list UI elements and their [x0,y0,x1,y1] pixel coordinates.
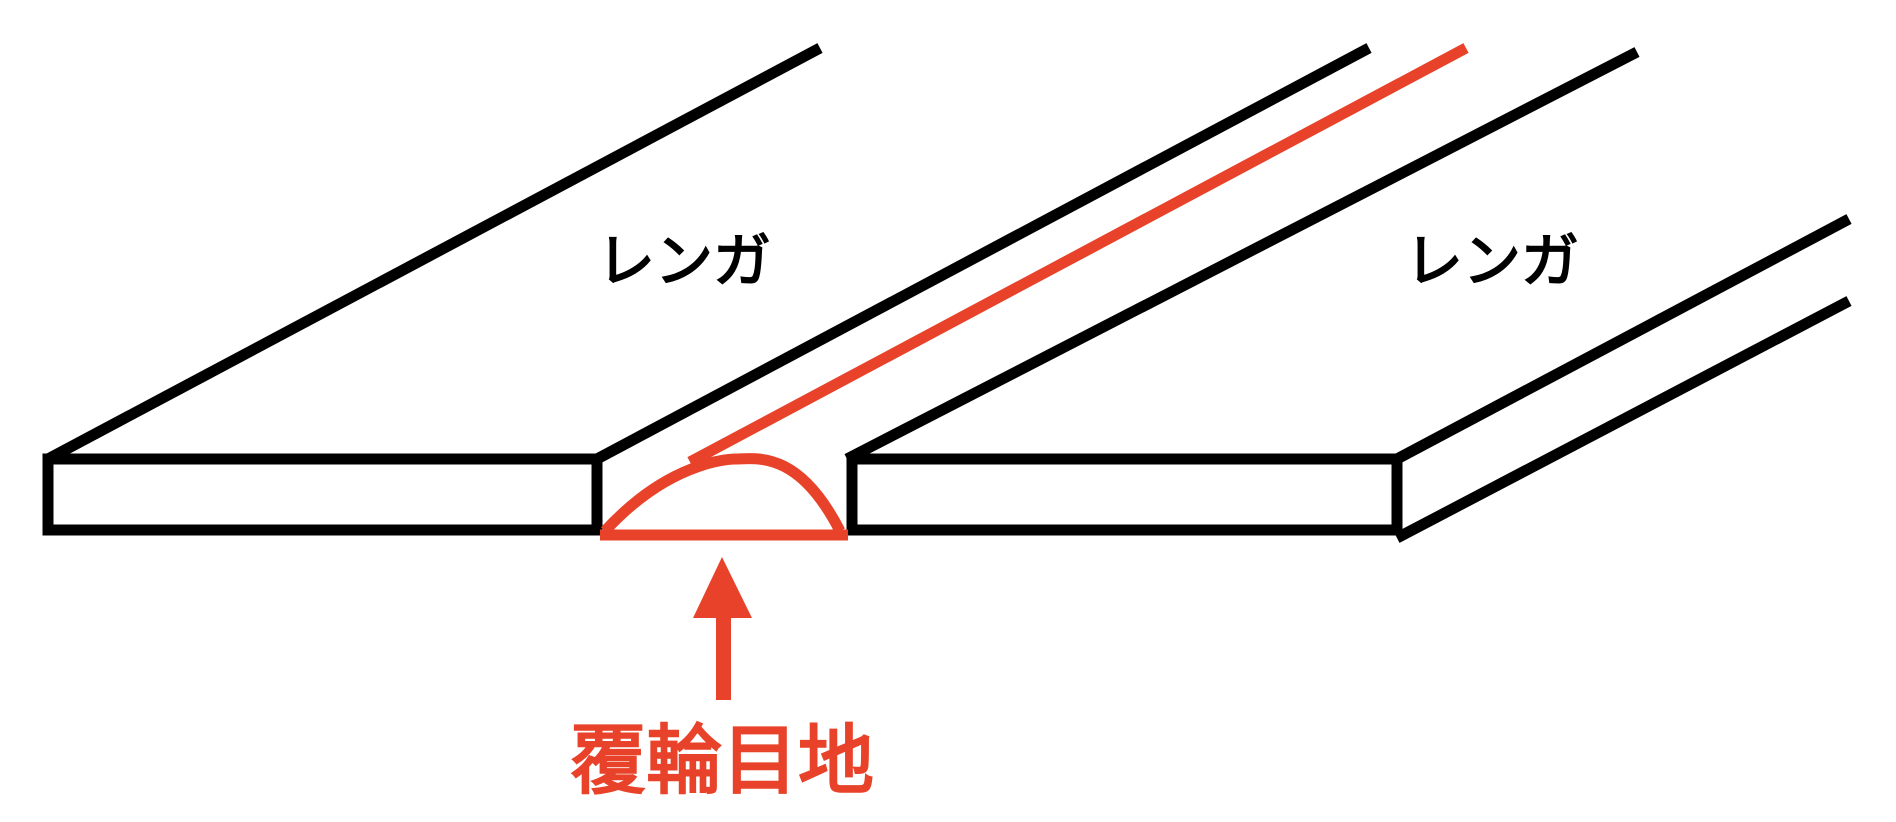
right-brick-top-left-edge [844,47,1640,464]
right-brick-label: レンガ [1405,227,1579,295]
arrow-shaft [716,612,731,700]
joint-rounded-profile [600,453,845,535]
pointer-arrow [693,557,752,700]
right-brick-bottom-right-edge [1394,296,1852,543]
left-brick-front-face [42,453,603,536]
left-brick-top-right-edge [594,43,1372,464]
left-brick-label: レンガ [597,227,771,295]
right-brick-top-right-edge [1394,214,1852,464]
right-brick [844,47,1852,543]
left-brick-top-left-edge [45,43,823,464]
joint-label: 覆輪目地 [570,716,874,805]
left-brick [42,43,1372,536]
right-brick-front-face [846,453,1403,536]
joint-top-ridge-line [687,43,1469,467]
round-joint [600,43,1469,541]
arrow-head [693,557,752,618]
